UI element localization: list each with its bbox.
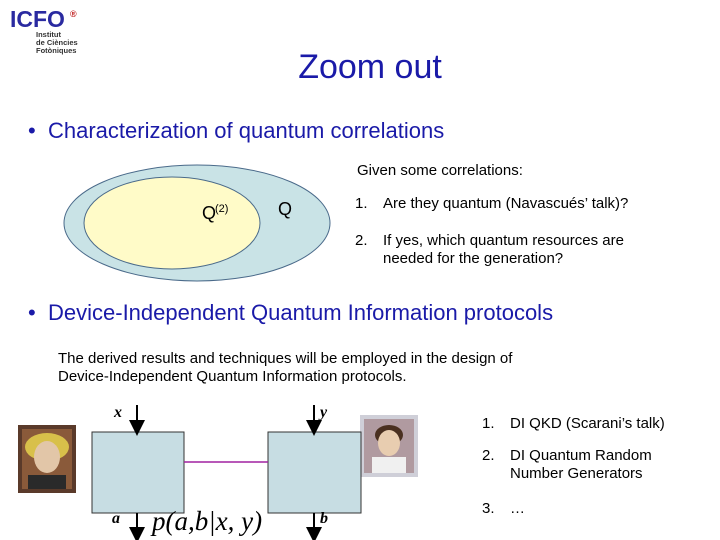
bob-portrait-face (378, 430, 400, 456)
protocol-text-line-2: Number Generators (510, 465, 643, 482)
description-text: The derived results and techniques will … (58, 350, 658, 386)
logo-wordmark: ICFO (10, 6, 65, 32)
question-text-line-1: If yes, which quantum resources are (383, 232, 624, 249)
logo-mark: ® (70, 9, 77, 19)
input-x-label: x (113, 404, 122, 421)
input-y-label: y (318, 404, 328, 421)
description-line-2: Device-Independent Quantum Information p… (58, 368, 407, 385)
protocol-item-3: 3. … (482, 500, 525, 518)
icfo-logo: ICFO ® Institut de Ciències Fotòniques (8, 6, 88, 56)
question-number: 1. (355, 195, 368, 212)
bullet-dot: • (28, 300, 36, 325)
bullet-text: Characterization of quantum correlations (48, 118, 445, 143)
protocol-number: 3. (482, 500, 495, 517)
protocol-text: DI QKD (Scarani’s talk) (510, 415, 665, 432)
alice-portrait-face (34, 441, 60, 473)
alice-portrait (18, 425, 76, 493)
bell-scenario-diagram: x y a b p(a,b|x, y) (18, 404, 418, 540)
bullet-text: Device-Independent Quantum Information p… (48, 300, 554, 325)
output-b-label: b (320, 510, 328, 527)
logo-line-3: Fotòniques (36, 46, 77, 55)
outer-set-label: Q (278, 199, 292, 219)
question-text-line-2: needed for the generation? (383, 250, 564, 267)
inner-set-label: Q (202, 203, 216, 223)
bob-portrait-body (372, 457, 406, 473)
question-1: 1. Are they quantum (Navascués’ talk)? (355, 195, 628, 213)
protocol-number: 1. (482, 415, 495, 432)
protocol-text: … (510, 500, 525, 517)
given-correlations-label: Given some correlations: (357, 162, 523, 179)
protocol-item-2: 2. DI Quantum Random Number Generators (482, 447, 652, 483)
protocol-number: 2. (482, 447, 495, 464)
bob-box (267, 431, 362, 514)
bullet-dot: • (28, 118, 36, 143)
question-number: 2. (355, 232, 368, 249)
protocol-text-line-1: DI Quantum Random (510, 447, 652, 464)
output-a-label: a (112, 510, 120, 527)
probability-formula: p(a,b|x, y) (150, 506, 262, 536)
inner-set-superscript: (2) (215, 203, 228, 215)
alice-box (91, 431, 185, 514)
bullet-di-protocols: • Device-Independent Quantum Information … (28, 300, 553, 326)
description-line-1: The derived results and techniques will … (58, 350, 513, 367)
quantum-sets-diagram: Q (2) Q (63, 164, 331, 282)
logo-line-1: Institut (36, 30, 61, 39)
bullet-characterization: • Characterization of quantum correlation… (28, 118, 444, 144)
bob-portrait (360, 415, 418, 477)
question-2: 2. If yes, which quantum resources are ne… (355, 232, 624, 268)
protocol-item-1: 1. DI QKD (Scarani’s talk) (482, 415, 665, 433)
slide-title: Zoom out (298, 48, 442, 86)
logo-line-2: de Ciències (36, 38, 78, 47)
question-text: Are they quantum (Navascués’ talk)? (383, 195, 629, 212)
alice-portrait-body (28, 475, 66, 489)
inner-set-q2 (83, 176, 261, 270)
